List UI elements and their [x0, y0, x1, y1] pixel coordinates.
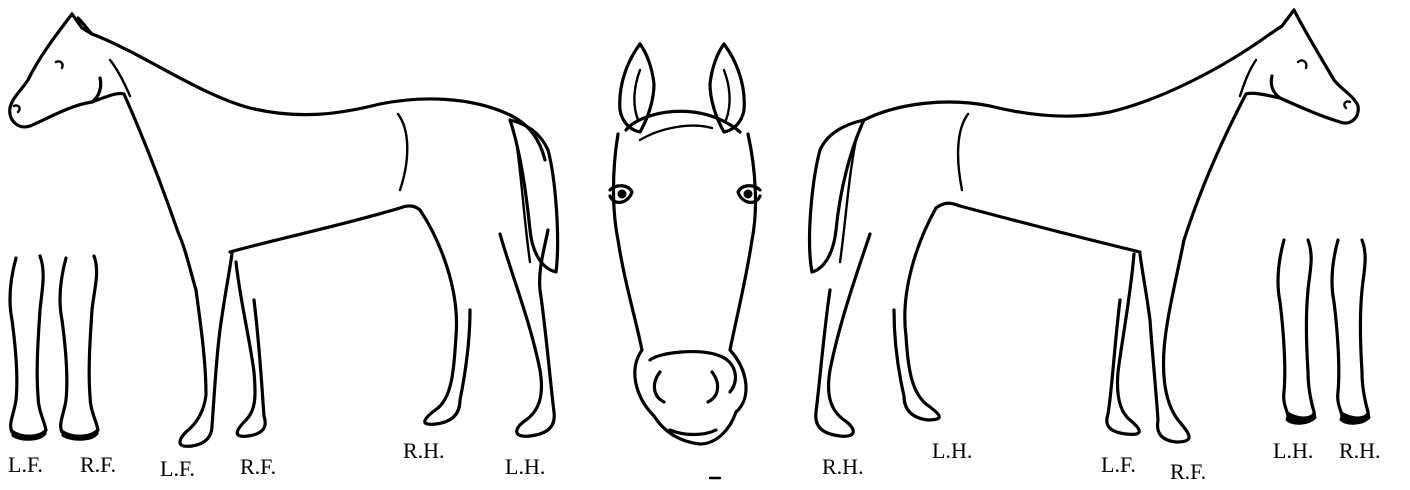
label-left-detail-lf: L.F.: [8, 454, 43, 476]
right-side-horse: [810, 10, 1359, 442]
label-left-horse-lf: L.F.: [160, 458, 195, 480]
left-front-legs-detail: [10, 256, 98, 440]
label-left-horse-rf: R.F.: [240, 456, 276, 478]
label-right-horse-lf: L.F.: [1101, 454, 1136, 476]
label-left-horse-rh: R.H.: [403, 440, 445, 462]
right-hind-legs-detail: [1278, 240, 1370, 424]
label-right-horse-rh: R.H.: [822, 456, 864, 478]
label-right-detail-lh: L.H.: [1273, 440, 1313, 462]
front-head-view: [610, 44, 760, 478]
label-right-detail-rh: R.H.: [1339, 440, 1381, 462]
label-right-horse-rf: R.F.: [1170, 461, 1206, 483]
label-left-detail-rf: R.F.: [80, 454, 116, 476]
label-left-horse-lh: L.H.: [505, 456, 545, 478]
label-right-horse-lh: L.H.: [932, 440, 972, 462]
left-side-horse: [10, 14, 558, 446]
